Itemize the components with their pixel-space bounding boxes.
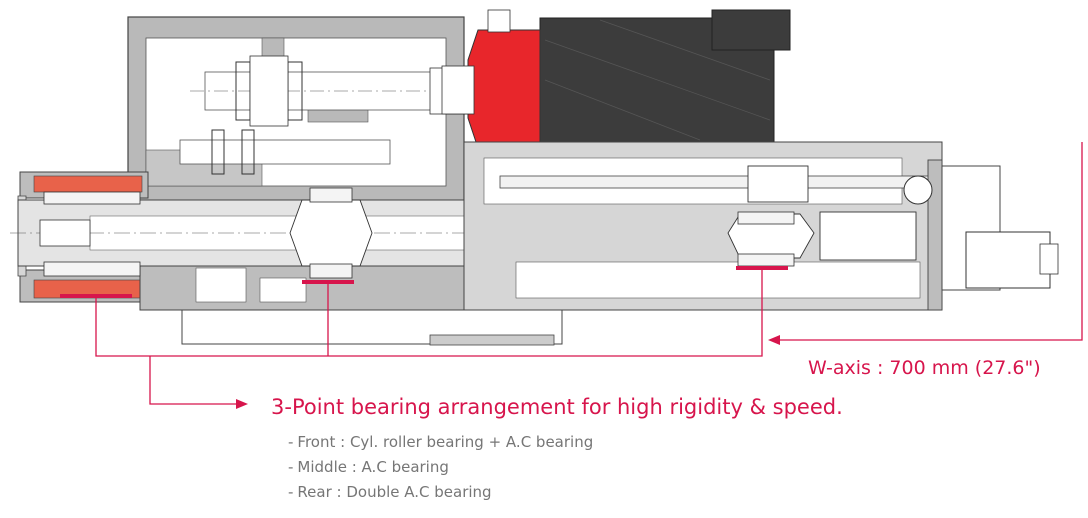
front-bearing-marker (60, 294, 132, 298)
rear-bearing-lower (737, 253, 795, 267)
bullet-item-front: -Front : Cyl. roller bearing + A.C beari… (288, 430, 593, 455)
bullet-item-rear: -Rear : Double A.C bearing (288, 480, 593, 505)
callout-leader-line (149, 356, 238, 405)
motor-shading-1 (544, 39, 771, 121)
bullet-text: Front : Cyl. roller bearing + A.C bearin… (297, 433, 594, 451)
w-motor-pulley (903, 175, 933, 205)
w-motor-connector (1039, 243, 1059, 275)
bullet-text: Middle : A.C bearing (297, 458, 449, 476)
bullet-dash: - (288, 458, 294, 476)
mid-bearing-right (241, 129, 255, 175)
ball-screw (499, 175, 941, 189)
arrow-right-icon (236, 399, 248, 409)
spindle-housing (17, 16, 700, 346)
bullet-dash: - (288, 483, 294, 501)
base-rail-foot (429, 334, 555, 346)
middle-bearing-block (289, 199, 373, 267)
middle-bearing-lower (309, 263, 353, 279)
front-leader-line (95, 270, 763, 357)
motor-shading-2 (544, 79, 701, 141)
arrow-left-icon (768, 335, 780, 345)
mid-shaft (179, 139, 391, 165)
w-motor-body (965, 231, 1051, 289)
w-axis-label: W-axis : 700 mm (27.6") (808, 357, 1041, 379)
drawbar-cylinder (819, 211, 917, 261)
front-bearing-lower (43, 261, 141, 277)
motor-flange-red (467, 29, 541, 149)
motor-end-cap (711, 9, 791, 51)
ram-cavity-lower (515, 261, 921, 299)
bullet-dash: - (288, 433, 294, 451)
front-seal-orange-top (33, 175, 143, 193)
upper-gear (249, 55, 289, 127)
ball-screw-nut (747, 165, 809, 203)
w-axis-ram (463, 141, 943, 311)
rear-bearing-block (727, 213, 815, 259)
front-bearing-upper (43, 191, 141, 205)
tool-clamp (39, 219, 91, 247)
w-axis-motor (903, 165, 1059, 291)
middle-bearing-upper (309, 187, 353, 203)
lower-housing-cavity-2 (259, 277, 307, 303)
bullet-item-middle: -Middle : A.C bearing (288, 455, 593, 480)
rear-bearing-upper (737, 211, 795, 225)
w-axis-dimension (778, 142, 1083, 341)
lower-housing-cavity (195, 267, 247, 303)
bearing-callout-title: 3-Point bearing arrangement for high rig… (271, 395, 843, 419)
motor-shading-3 (599, 19, 771, 81)
mid-bearing-left (211, 129, 225, 175)
bearing-bullet-list: -Front : Cyl. roller bearing + A.C beari… (288, 430, 593, 505)
spindle-motor (441, 9, 791, 149)
motor-coupler (441, 65, 475, 115)
bullet-text: Rear : Double A.C bearing (297, 483, 492, 501)
middle-bearing-marker (302, 280, 354, 284)
rear-bearing-marker (736, 266, 788, 270)
bearing-markers (60, 266, 788, 298)
motor-flange-knob (487, 9, 511, 33)
w-axis-line (778, 142, 1083, 341)
bearing-leader-lines (95, 270, 763, 405)
